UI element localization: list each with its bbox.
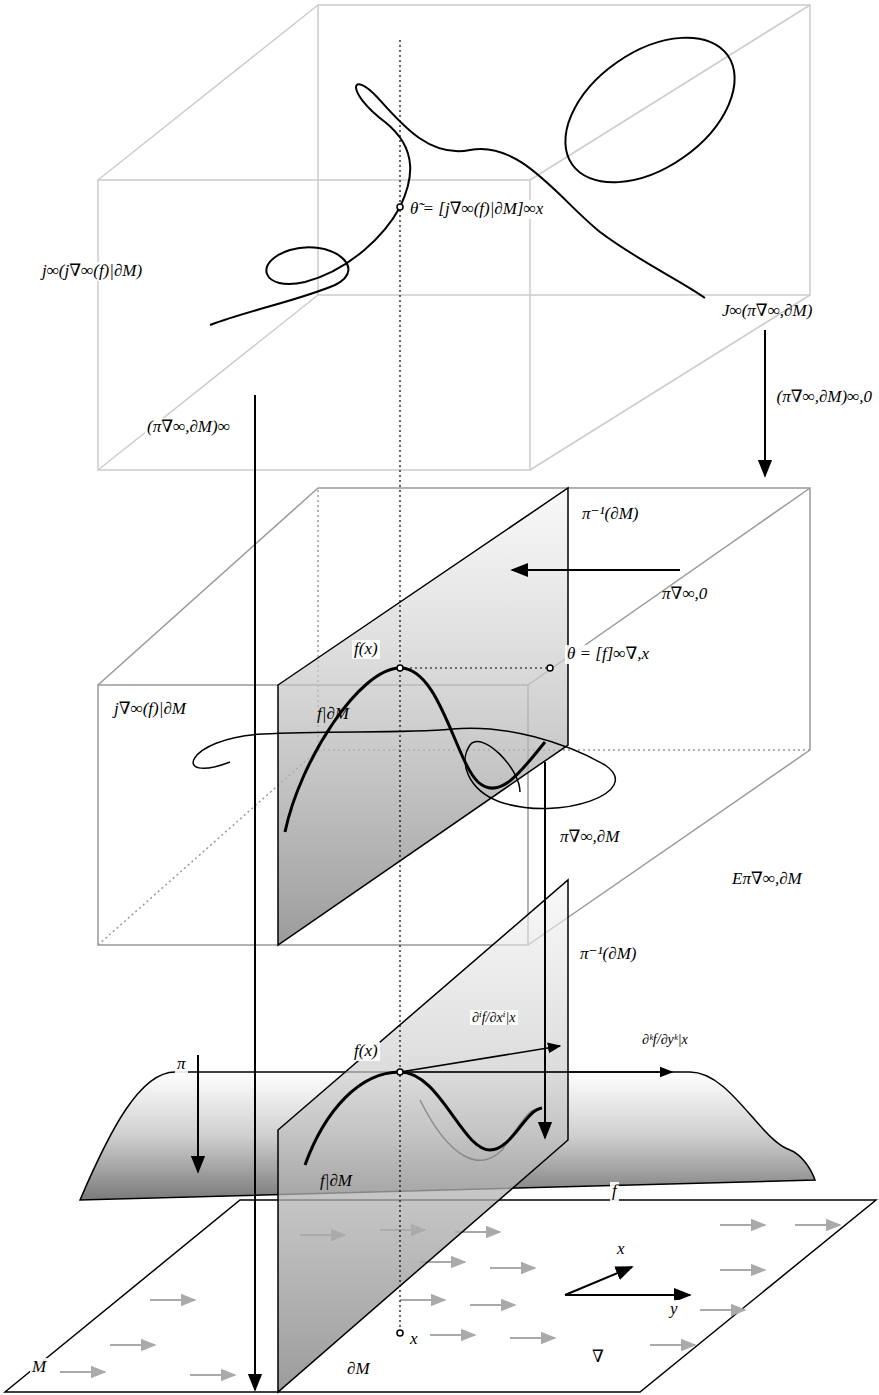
point	[397, 1330, 403, 1336]
math-label: π⁻¹(∂M)	[578, 945, 638, 964]
x-derivative	[400, 1046, 560, 1072]
math-label: π⁻¹(∂M)	[580, 505, 640, 524]
math-label: j∞(j∇∞(f)|∂M)	[40, 262, 144, 281]
math-label: ∂ᵏf/∂yᵏ|x	[640, 1032, 690, 1047]
flow-arrow	[60, 1371, 105, 1373]
boundary-fibre-plane	[278, 488, 568, 945]
point	[397, 665, 403, 671]
tangent-vectors	[400, 1046, 672, 1072]
coordinate-axes	[565, 1267, 690, 1295]
cuboid-edges	[98, 5, 810, 470]
dotted-link	[400, 667, 550, 668]
projection-arrow	[197, 1055, 199, 1172]
flow-arrow	[795, 1224, 840, 1226]
point	[547, 665, 553, 671]
math-label: f	[610, 1182, 619, 1201]
boundary-section-curve	[305, 1072, 542, 1165]
restricted-section-curve	[285, 668, 545, 832]
math-label: M	[30, 1358, 48, 1377]
math-label: f(x)	[352, 640, 380, 659]
math-label: θ̃ = [j∇∞(f)|∂M]∞x	[408, 200, 545, 219]
projection-arrow	[764, 330, 766, 476]
points	[397, 204, 553, 1336]
jet-curve	[193, 728, 615, 808]
math-label: ∂M	[345, 1360, 372, 1379]
flow-arrow	[400, 1299, 445, 1301]
cuboid-back	[318, 5, 810, 295]
math-label: ∂ⁱf/∂xⁱ|x	[470, 1010, 518, 1025]
flow-arrow	[430, 1334, 475, 1336]
math-label: j∇∞(f)|∂M	[112, 700, 188, 719]
math-label: π∇∞,∂M	[558, 828, 621, 847]
projection-arrow	[544, 762, 546, 1138]
infinite-jet-curve	[210, 8, 761, 325]
math-label: (π∇∞,∂M)∞	[145, 418, 232, 437]
flow-arrow	[510, 1337, 555, 1339]
middle-cuboid	[98, 488, 810, 945]
flow-arrows	[60, 1225, 840, 1375]
flow-arrow	[650, 1344, 695, 1346]
curve-path	[210, 84, 705, 325]
flow-arrow	[190, 1374, 235, 1376]
point	[397, 1069, 403, 1075]
projection-arrow	[512, 569, 680, 571]
flow-arrow	[110, 1344, 155, 1346]
math-label: ∇	[590, 1348, 606, 1367]
y-axis	[565, 1294, 690, 1296]
flow-arrow	[720, 1269, 765, 1271]
math-label: Eπ∇∞,∂M	[730, 870, 804, 889]
flow-arrow	[700, 1309, 745, 1311]
point	[397, 204, 403, 210]
math-label: θ = [f]∞∇,x	[565, 645, 651, 664]
top-cuboid	[98, 5, 810, 470]
flow-arrow	[470, 1304, 515, 1306]
curve-loop	[539, 8, 761, 212]
flow-arrow	[150, 1299, 195, 1301]
dotted-fibre-line	[399, 40, 400, 1333]
math-label: f(x)	[352, 1042, 380, 1061]
math-label: π∇∞,0	[660, 585, 709, 604]
y-derivative	[400, 1071, 672, 1073]
math-label: x	[408, 1330, 420, 1349]
cuboid-front	[98, 180, 530, 470]
math-label: f|∂M	[318, 1172, 354, 1191]
cuboid-edges	[98, 488, 810, 945]
math-label: f|∂M	[315, 705, 351, 724]
projection-arrows	[198, 330, 765, 1390]
projection-arrow	[254, 395, 256, 1390]
flow-arrow	[490, 1267, 535, 1269]
math-label: x	[615, 1240, 627, 1259]
math-label: (π∇∞,∂M)∞,0	[774, 388, 874, 407]
math-label: π	[175, 1055, 188, 1074]
boundary-fibre-plane	[278, 880, 568, 1392]
flow-arrow	[720, 1224, 765, 1226]
x-axis	[565, 1267, 632, 1295]
math-label: y	[668, 1300, 680, 1319]
math-label: J∞(π∇∞,∂M)	[720, 302, 814, 321]
